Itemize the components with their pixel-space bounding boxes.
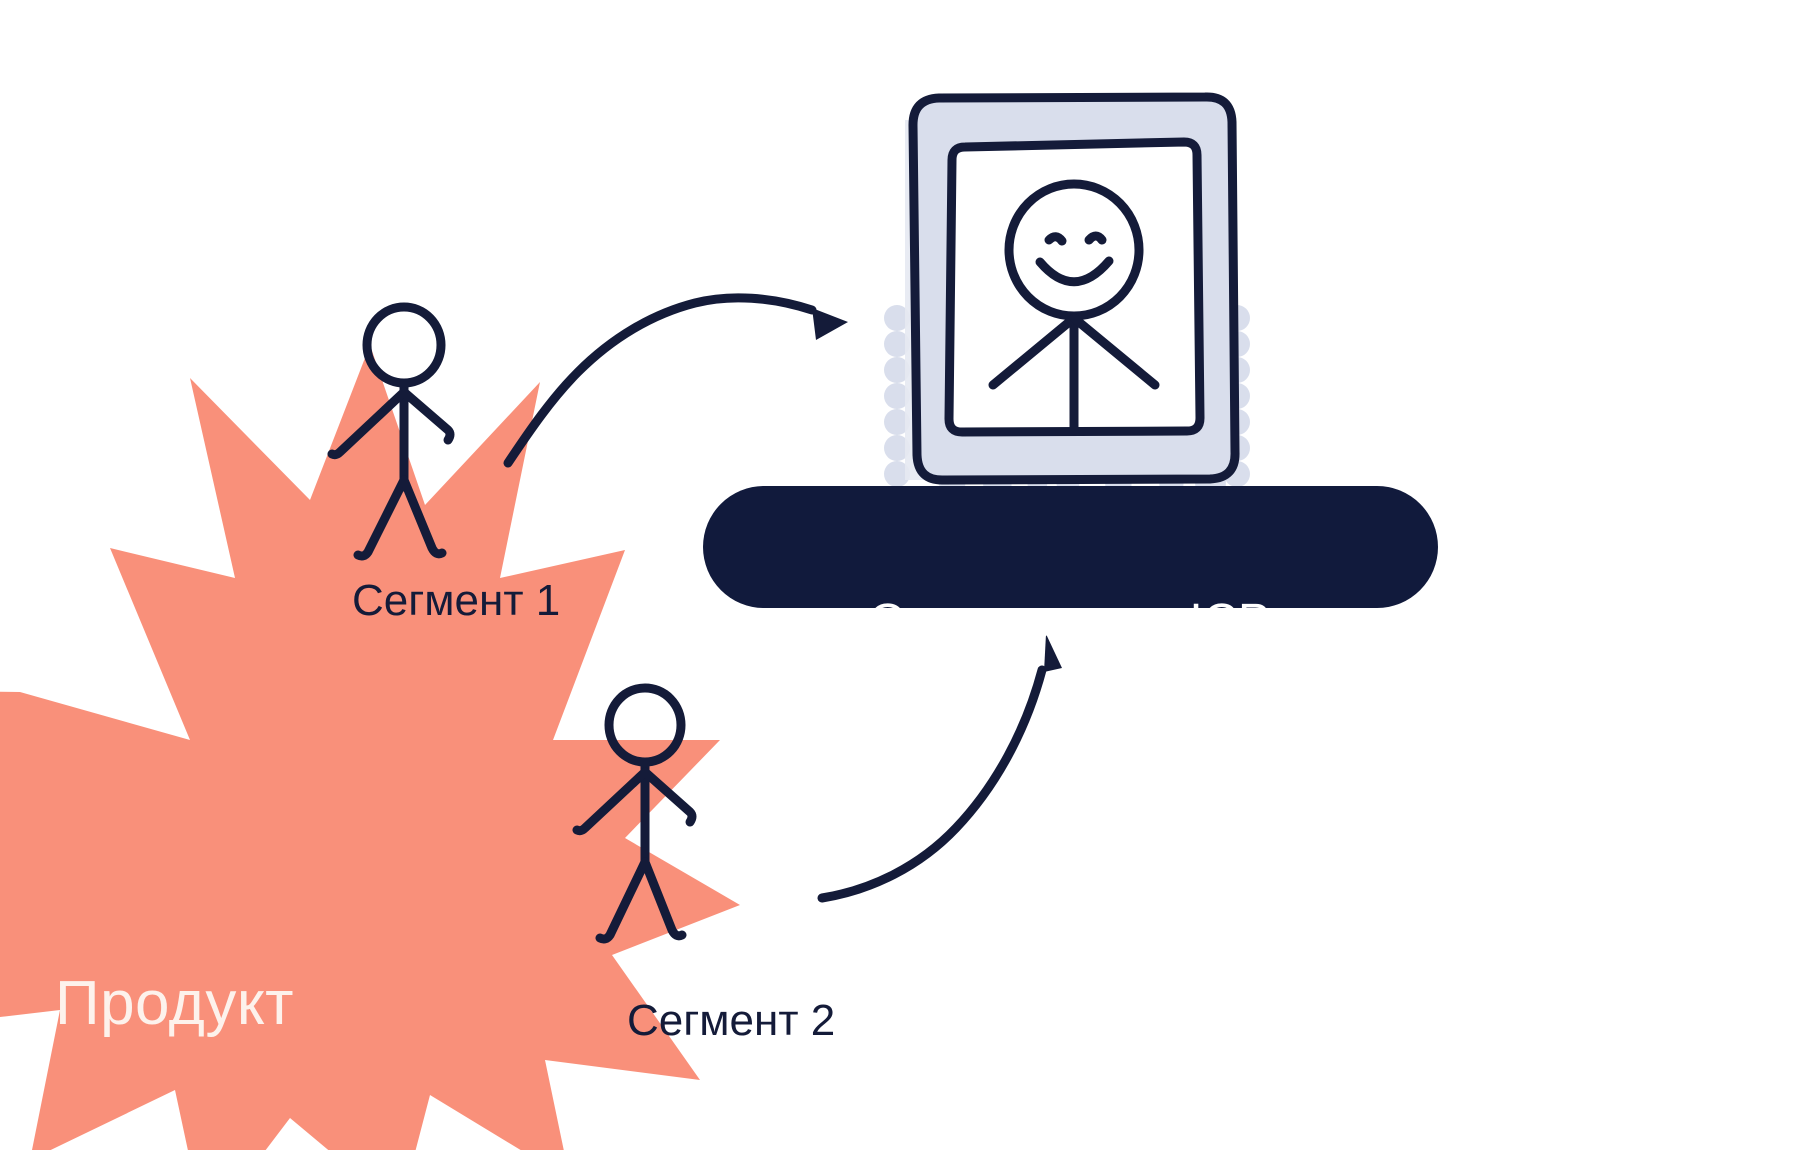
segment-2-label: Сегмент 2 <box>627 996 836 1045</box>
burst-shape <box>0 345 740 1150</box>
frame-scallop-left <box>884 305 910 487</box>
portrait-frame[interactable] <box>884 92 1250 540</box>
icp-badge-pill <box>703 486 1438 608</box>
frame-inner <box>944 137 1205 437</box>
icp-badge-label: Определение ICP сегмента <box>869 595 1489 648</box>
stick-figure-icon-segment-1 <box>327 302 455 561</box>
stick-figure-icon-segment-2 <box>572 683 697 944</box>
smiling-person-icon <box>988 179 1160 435</box>
product-burst-label: Продукт <box>55 969 295 1038</box>
segment-1-label: Сегмент 1 <box>352 576 561 625</box>
arrow-segment-2-to-icp <box>817 634 1062 903</box>
icp-badge[interactable] <box>703 486 1438 608</box>
product-burst[interactable] <box>0 345 740 1150</box>
arrow-segment-1-to-icp <box>503 293 848 468</box>
